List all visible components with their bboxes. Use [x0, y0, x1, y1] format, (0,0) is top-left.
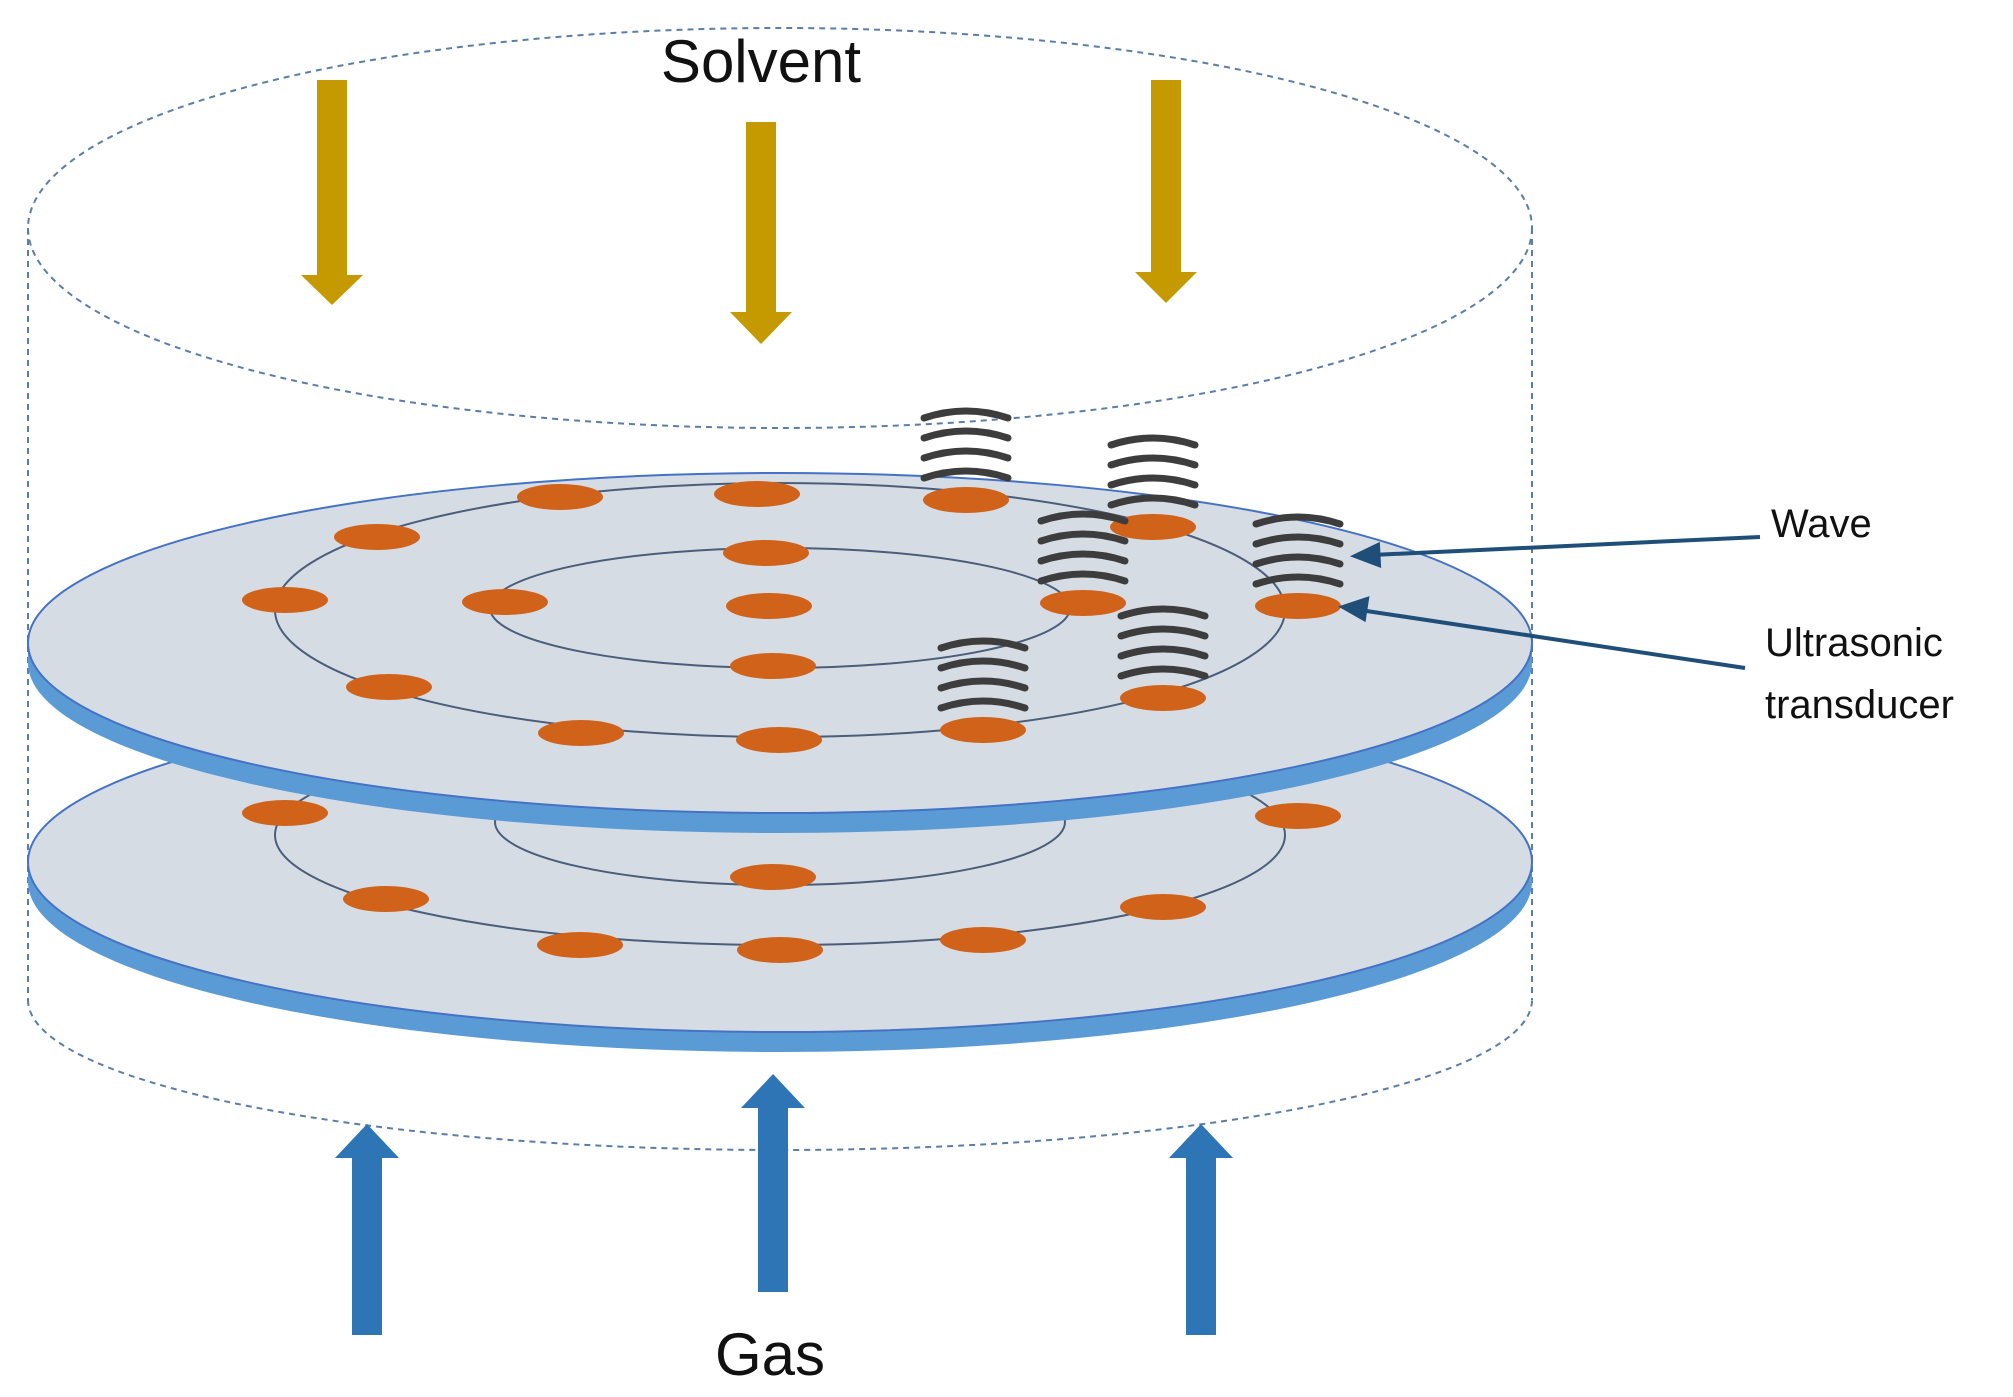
transducer-icon: [242, 800, 328, 826]
waves: [920, 407, 1344, 712]
wave-icon: [1107, 434, 1199, 509]
transducer-icon: [923, 487, 1009, 513]
transducer-icon: [1255, 593, 1341, 619]
top-plate-transducers: [242, 481, 1341, 753]
arrow-down-icon: [301, 80, 363, 305]
transducer-icon: [940, 927, 1026, 953]
transducer-icon: [538, 720, 624, 746]
transducer-icon: [1110, 514, 1196, 540]
transducer-icon: [737, 937, 823, 963]
arrow-up-icon: [741, 1074, 805, 1292]
transducer-icon: [736, 727, 822, 753]
wave-icon: [1117, 605, 1209, 680]
transducer-icon: [1040, 590, 1126, 616]
transducer-label-line1: Ultrasonic: [1765, 621, 1943, 665]
top-plate-face: [27, 472, 1533, 814]
solvent-label: Solvent: [661, 28, 861, 95]
arrow-down-icon: [730, 122, 792, 344]
transducer-icon: [1120, 894, 1206, 920]
transducer-icon: [1120, 685, 1206, 711]
transducer-icon: [940, 717, 1026, 743]
wave-icon: [1037, 510, 1129, 585]
transducer-icon: [714, 481, 800, 507]
transducer-icon: [462, 589, 548, 615]
gas-label: Gas: [715, 1321, 825, 1388]
transducer-icon: [1255, 803, 1341, 829]
transducer-icon: [723, 540, 809, 566]
transducer-icon: [730, 653, 816, 679]
wave-icon: [1252, 513, 1344, 588]
arrow-up-icon: [335, 1124, 399, 1335]
transducer-icon: [334, 524, 420, 550]
wave-icon: [920, 407, 1012, 482]
transducer-icon: [517, 484, 603, 510]
transducer-pointer-line: [1359, 608, 1746, 670]
pointers: [1338, 535, 1761, 670]
transducer-pointer-arrowhead: [1338, 596, 1370, 623]
wave-pointer-line: [1371, 535, 1761, 557]
wave-label: Wave: [1771, 502, 1872, 546]
bottom-plate-transducers: [242, 800, 1341, 963]
transducer-icon: [537, 932, 623, 958]
transducer-icon: [730, 864, 816, 890]
transducer-icon: [343, 886, 429, 912]
transducer-icon: [346, 674, 432, 700]
arrow-up-icon: [1169, 1124, 1233, 1335]
column-bottom-curve: [27, 999, 1533, 1151]
transducer-label-line2: transducer: [1765, 683, 1954, 727]
wave-pointer-arrowhead: [1349, 541, 1382, 568]
solvent-arrows: [301, 80, 1197, 344]
transducer-icon: [242, 587, 328, 613]
arrow-down-icon: [1135, 80, 1197, 303]
transducer-icon: [726, 593, 812, 619]
top-plate: [27, 472, 1533, 833]
wave-icon: [937, 637, 1029, 712]
gas-arrows: [335, 1074, 1233, 1335]
